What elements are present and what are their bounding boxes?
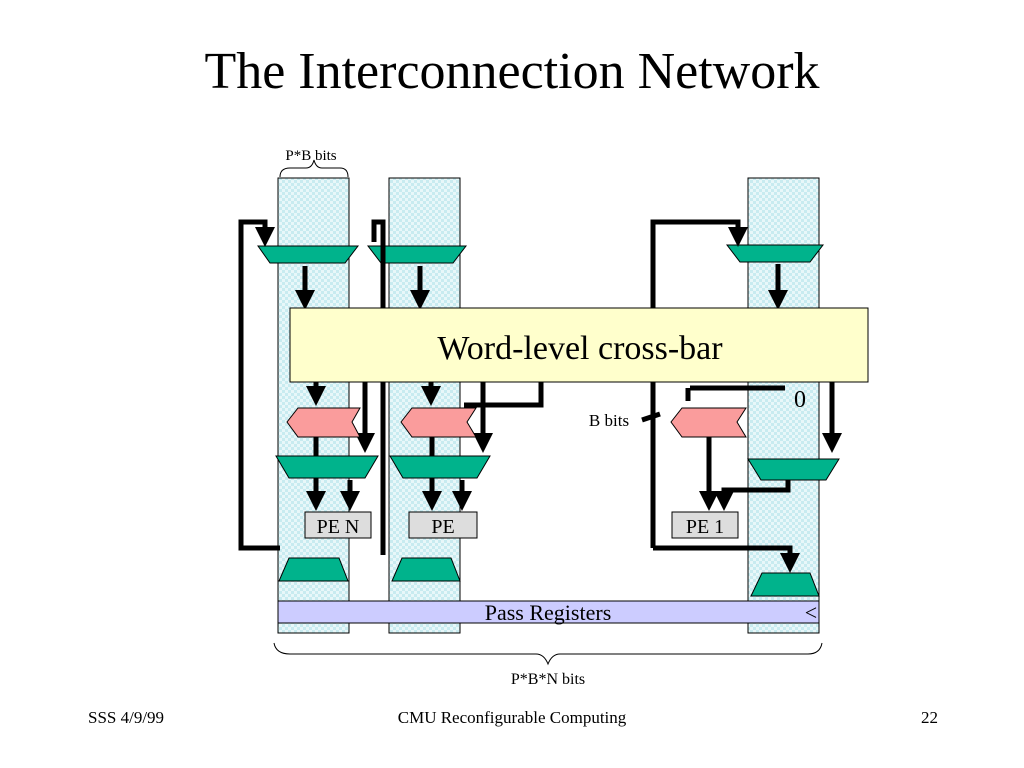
pe-middle-label: PE (431, 516, 454, 538)
pe-n-box (304, 511, 372, 539)
network-wires (238, 219, 842, 573)
bottom-brace-label: P*B*N bits (511, 671, 585, 688)
register-middle (400, 407, 477, 438)
footer-center: CMU Reconfigurable Computing (397, 708, 627, 727)
slide-title: The Interconnection Network (204, 43, 820, 100)
bottom-mux-n (278, 557, 349, 582)
pass-registers-bar (277, 600, 820, 624)
top-mux-1 (725, 244, 825, 263)
pe-1-label: PE 1 (686, 516, 724, 538)
middle-mux-1 (747, 458, 840, 481)
bottom-mux-1 (750, 572, 820, 597)
register-n (286, 407, 361, 438)
b-bits-label: B bits (589, 411, 629, 430)
register-1 (670, 407, 747, 438)
middle-mux-middle (389, 455, 491, 479)
word-level-crossbar (289, 307, 869, 383)
top-mux-n (257, 245, 360, 264)
top-brace-label: P*B bits (285, 148, 336, 164)
pass-registers-mark: < (805, 600, 817, 625)
footer-left: SSS 4/9/99 (88, 708, 165, 727)
pe-n-label: PE N (317, 516, 360, 538)
pe-1-box (671, 511, 739, 539)
zero-label: 0 (794, 387, 806, 413)
pass-registers-label: Pass Registers (485, 600, 612, 625)
top-mux-middle (366, 245, 468, 264)
top-brace (279, 159, 349, 178)
footer-page-number: 22 (921, 708, 938, 727)
pe-middle-box (408, 511, 478, 539)
middle-mux-n (275, 455, 379, 479)
bottom-mux-middle (391, 557, 461, 582)
bottom-brace (273, 642, 823, 666)
crossbar-label: Word-level cross-bar (437, 330, 723, 367)
